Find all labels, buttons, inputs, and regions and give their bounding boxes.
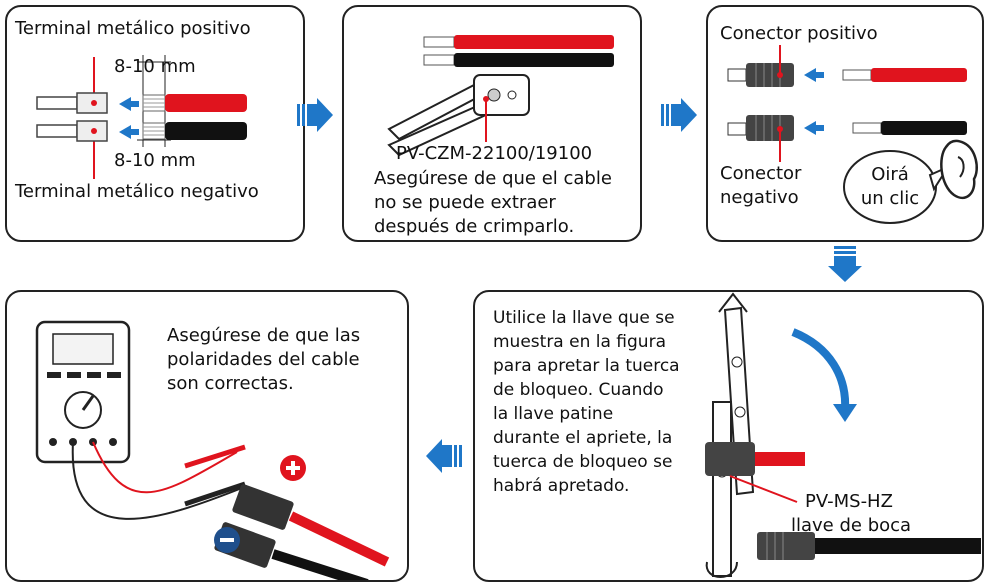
positive-connector-label: Conector positivo (720, 23, 878, 44)
crimp-note-line-2: no se puede extraer (374, 192, 556, 213)
wrench-instruction-line-2: muestra en la figura (493, 332, 666, 352)
crimper-model-label: PV-CZM-22100/19100 (396, 143, 593, 164)
wrench-model-label: PV-MS-HZ (805, 491, 893, 512)
arrow-left-icon (426, 439, 462, 473)
click-bubble-line-1: Oirá (871, 164, 909, 185)
minus-icon (214, 527, 240, 553)
wrench-instruction-line-7: tuerca de bloqueo se (493, 452, 673, 472)
wrench-type-label: llave de boca (791, 515, 912, 536)
step-5-panel: Asegúrese de que las polaridades del cab… (5, 290, 409, 582)
measure-top-label: 8-10 mm (114, 56, 196, 77)
polarity-note-line-1: Asegúrese de que las (167, 325, 361, 346)
crimp-note-line-1: Asegúrese de que el cable (374, 168, 612, 189)
wrench-instruction-line-8: habrá apretado. (493, 476, 630, 496)
wrench-instruction-line-5: la llave patine (493, 404, 614, 424)
positive-terminal-label: Terminal metálico positivo (15, 18, 251, 39)
arrow-right-icon (661, 98, 697, 132)
negative-terminal-label: Terminal metálico negativo (15, 181, 259, 202)
polarity-note-line-3: son correctas. (167, 373, 294, 394)
terminals-illustration (36, 55, 247, 179)
wrench-icon (705, 292, 981, 578)
step-1-panel: Terminal metálico positivo 8-10 mm 8-10 … (5, 5, 305, 242)
crimper-icon (387, 35, 614, 157)
arrow-down-icon (828, 246, 862, 282)
plus-icon (280, 455, 306, 481)
wrench-instruction-line-1: Utilice la llave que se (493, 308, 675, 328)
connectors-illustration (727, 45, 978, 224)
click-bubble-line-2: un clic (860, 188, 920, 209)
wrench-instruction-line-6: durante el apriete, la (493, 428, 673, 448)
arrow-right-icon (297, 98, 333, 132)
ear-icon (940, 139, 978, 200)
measure-bottom-label: 8-10 mm (114, 150, 196, 171)
negative-connector-label-line-2: negativo (720, 187, 799, 208)
multimeter-icon (35, 320, 390, 580)
negative-connector-label-line-1: Conector (720, 163, 802, 184)
crimp-note-line-3: después de crimparlo. (374, 216, 575, 237)
wrench-instruction-line-3: para apretar la tuerca (493, 356, 680, 376)
step-4-panel: Utilice la llave que se muestra en la fi… (473, 290, 984, 582)
wrench-instruction-line-4: de bloqueo. Cuando (493, 380, 664, 400)
polarity-note-line-2: polaridades del cable (167, 349, 360, 370)
step-2-panel: PV-CZM-22100/19100 Asegúrese de que el c… (342, 5, 642, 242)
step-3-panel: Conector positivo Conector negativo Oirá… (706, 5, 984, 242)
